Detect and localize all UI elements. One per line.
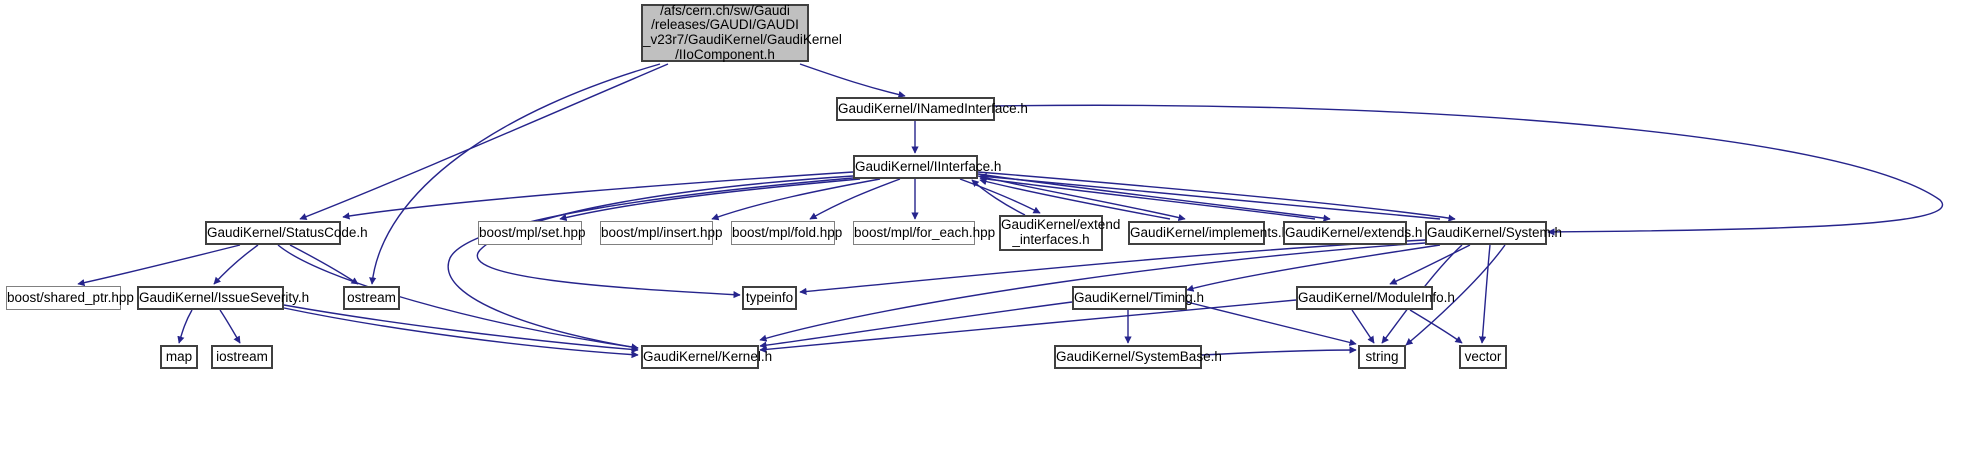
graph-edge (213, 244, 259, 285)
graph-node-inamed[interactable]: GaudiKernel/INamedInterface.h (836, 97, 1028, 121)
graph-node-label: /afs/cern.ch/sw/Gaudi /releases/GAUDI/GA… (643, 2, 842, 62)
graph-node-label: GaudiKernel/extend _interfaces.h (1001, 217, 1121, 247)
graph-node-label: GaudiKernel/Kernel.h (643, 348, 773, 364)
graph-node-mplinsert[interactable]: boost/mpl/insert.hpp (600, 221, 723, 245)
graph-edge (277, 244, 639, 351)
graph-node-string[interactable]: string (1358, 345, 1406, 369)
graph-node-statuscode[interactable]: GaudiKernel/StatusCode.h (205, 221, 368, 245)
graph-node-label: boost/mpl/insert.hpp (601, 224, 723, 240)
graph-edge (711, 178, 881, 221)
graph-node-label: GaudiKernel/INamedInterface.h (838, 100, 1028, 116)
graph-edge (799, 239, 1426, 296)
graph-node-typeinfo[interactable]: typeinfo (742, 286, 797, 310)
graph-node-vector[interactable]: vector (1459, 345, 1507, 369)
graph-node-kernel[interactable]: GaudiKernel/Kernel.h (641, 345, 773, 369)
graph-node-root[interactable]: /afs/cern.ch/sw/Gaudi /releases/GAUDI/GA… (641, 2, 842, 62)
graph-edge (342, 171, 854, 220)
graph-node-iostream[interactable]: iostream (211, 345, 273, 369)
graph-edge (77, 244, 241, 287)
graph-edge (289, 244, 359, 285)
graph-node-implements[interactable]: GaudiKernel/implements.h (1128, 221, 1290, 245)
graph-edge (1405, 244, 1506, 346)
graph-node-mplfold[interactable]: boost/mpl/fold.hpp (731, 221, 843, 245)
graph-node-mplset[interactable]: boost/mpl/set.hpp (478, 221, 586, 245)
graph-node-extendint[interactable]: GaudiKernel/extend _interfaces.h (999, 215, 1121, 251)
graph-node-label: ostream (347, 289, 396, 305)
graph-node-label: vector (1464, 348, 1502, 364)
edges (77, 63, 1943, 359)
graph-node-label: string (1365, 348, 1399, 364)
graph-node-label: boost/mpl/for_each.hpp (854, 224, 996, 240)
graph-edge (1201, 346, 1357, 356)
graph-node-extends[interactable]: GaudiKernel/extends.h (1283, 221, 1423, 245)
graph-edge (283, 307, 639, 359)
graph-node-label: GaudiKernel/IInterface.h (855, 158, 1002, 174)
graph-node-label: boost/shared_ptr.hpp (7, 289, 134, 305)
graph-node-label: iostream (216, 348, 268, 364)
graph-edge (994, 104, 1943, 236)
graph-node-label: boost/mpl/set.hpp (479, 224, 586, 240)
graph-node-label: typeinfo (745, 289, 794, 305)
graph-node-label: GaudiKernel/ModuleInfo.h (1298, 289, 1455, 305)
graph-edge (979, 173, 1441, 220)
graph-edge (979, 178, 1171, 220)
graph-node-label: GaudiKernel/IssueSeverity.h (139, 289, 310, 305)
graph-edge (977, 171, 1456, 222)
graph-edge (369, 63, 661, 285)
graph-node-timing[interactable]: GaudiKernel/Timing.h (1072, 286, 1205, 310)
graph-node-label: GaudiKernel/SystemBase.h (1056, 348, 1222, 364)
graph-node-label: GaudiKernel/implements.h (1130, 224, 1290, 240)
graph-edge (476, 175, 854, 299)
graph-node-label: GaudiKernel/Timing.h (1074, 289, 1205, 305)
graph-node-system[interactable]: GaudiKernel/System.h (1425, 221, 1563, 245)
graph-edge (299, 63, 669, 221)
graph-edge (799, 63, 906, 99)
graph-edge (559, 178, 861, 222)
graph-edge (1478, 244, 1491, 344)
graph-edge (979, 175, 1316, 220)
graph-edge (447, 177, 854, 351)
graph-node-sharedptr[interactable]: boost/shared_ptr.hpp (6, 286, 134, 310)
graph-node-iinterface[interactable]: GaudiKernel/IInterface.h (853, 155, 1002, 179)
graph-edge (971, 179, 1026, 216)
graph-edge (759, 301, 1073, 349)
graph-edge (959, 178, 1041, 214)
graph-edge (759, 242, 1426, 342)
graph-node-ostream[interactable]: ostream (343, 286, 400, 310)
graph-node-systembase[interactable]: GaudiKernel/SystemBase.h (1054, 345, 1222, 369)
graph-node-label: GaudiKernel/extends.h (1285, 224, 1423, 240)
graph-edge (1389, 244, 1471, 285)
graph-edge (1409, 309, 1463, 344)
graph-node-label: GaudiKernel/StatusCode.h (207, 224, 368, 240)
graph-edge (283, 304, 639, 354)
graph-edge (1186, 244, 1441, 292)
graph-node-moduleinfo[interactable]: GaudiKernel/ModuleInfo.h (1296, 286, 1455, 310)
graph-node-map[interactable]: map (160, 345, 198, 369)
graph-edge (759, 299, 1297, 354)
graph-edge (219, 309, 241, 344)
graph-edge (1351, 309, 1375, 344)
graph-node-label: boost/mpl/fold.hpp (732, 224, 843, 240)
graph-node-mplforeach[interactable]: boost/mpl/for_each.hpp (853, 221, 996, 245)
graph-node-label: GaudiKernel/System.h (1427, 224, 1563, 240)
graph-edge (177, 309, 193, 344)
graph-node-issueseverity[interactable]: GaudiKernel/IssueSeverity.h (137, 286, 310, 310)
graph-edge (809, 178, 901, 220)
graph-node-label: map (165, 348, 193, 364)
